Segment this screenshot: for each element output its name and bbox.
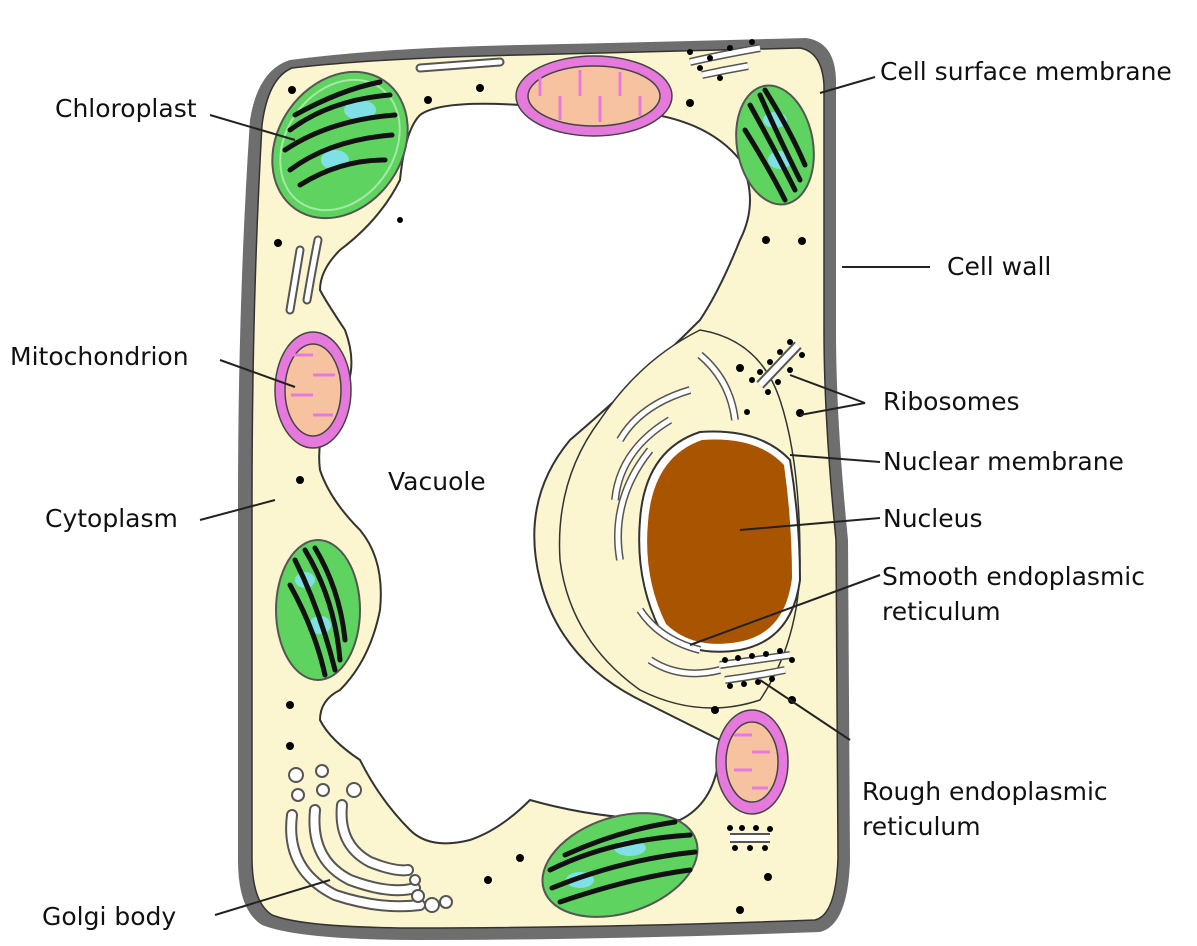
label-rough-er-line2: reticulum (862, 812, 981, 841)
label-mitochondrion: Mitochondrion (10, 342, 189, 371)
label-nuclear-membrane: Nuclear membrane (883, 447, 1124, 476)
chloroplast-left-middle (276, 540, 360, 680)
label-chloroplast: Chloroplast (55, 94, 197, 123)
label-rough-er-line1: Rough endoplasmic (862, 777, 1108, 806)
label-cell-surface-membrane: Cell surface membrane (880, 57, 1172, 86)
label-ribosomes: Ribosomes (883, 387, 1020, 416)
label-cell-wall: Cell wall (947, 252, 1051, 281)
mitochondrion-right (716, 710, 788, 814)
label-smooth-er-line2: reticulum (882, 597, 1001, 626)
mitochondrion-left (275, 332, 351, 448)
label-golgi-body: Golgi body (42, 902, 176, 931)
label-vacuole: Vacuole (388, 467, 486, 496)
label-nucleus: Nucleus (883, 504, 983, 533)
label-cytoplasm: Cytoplasm (45, 504, 178, 533)
nucleus (647, 440, 792, 644)
mitochondrion-top (516, 56, 672, 136)
label-smooth-er-line1: Smooth endoplasmic (882, 562, 1145, 591)
